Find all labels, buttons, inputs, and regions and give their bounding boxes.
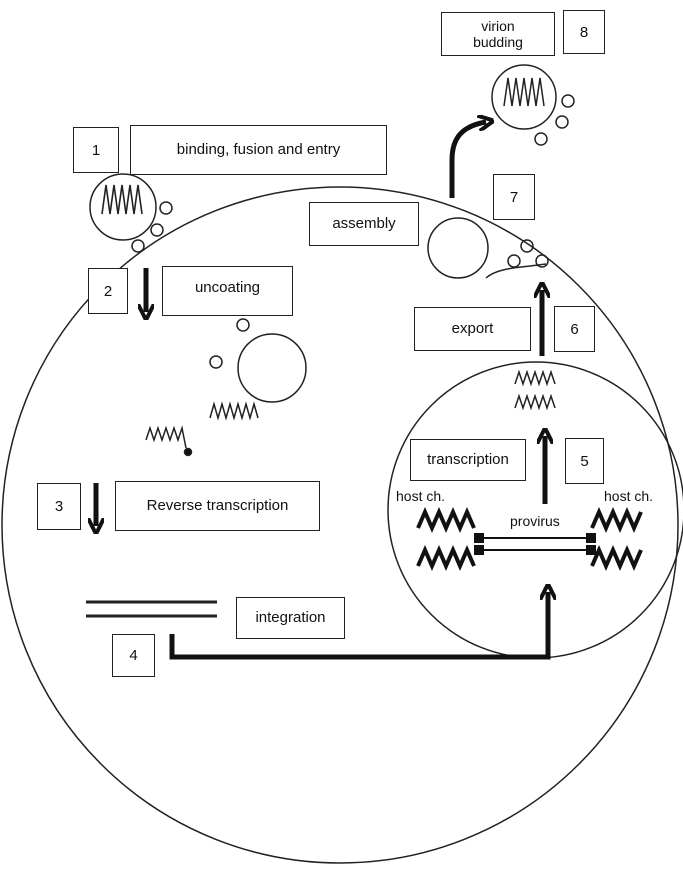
step-3-number: 3 xyxy=(37,483,81,530)
provirus-label: provirus xyxy=(510,513,560,529)
host-chromosome-right-label: host ch. xyxy=(604,488,654,504)
transcribed-rna xyxy=(514,369,556,411)
step-4-number: 4 xyxy=(112,634,155,677)
assembling-virion xyxy=(427,217,549,279)
provirus-dna xyxy=(474,533,596,555)
nucleus-membrane xyxy=(387,361,683,659)
released-virion xyxy=(491,64,575,146)
step-1-label: binding, fusion and entry xyxy=(130,125,387,175)
step-5-label: transcription xyxy=(410,439,526,481)
entering-virion xyxy=(89,173,173,253)
step-8-number: 8 xyxy=(563,10,605,54)
step-6-number: 6 xyxy=(554,306,595,352)
step-3-label: Reverse transcription xyxy=(115,481,320,531)
step-6-label: export xyxy=(414,307,531,351)
step-7-number: 7 xyxy=(493,174,535,220)
host-cell-membrane xyxy=(1,186,679,864)
host-chromosome-left xyxy=(416,507,476,571)
integration-dna xyxy=(86,600,217,618)
arrow-budding xyxy=(449,122,486,198)
viral-rna-fragment xyxy=(145,425,193,457)
step-8-label: virion budding xyxy=(441,12,555,56)
host-chromosome-left-label: host ch. xyxy=(396,488,446,504)
step-1-number: 1 xyxy=(73,127,119,173)
uncoated-capsid xyxy=(209,318,307,421)
host-chromosome-right xyxy=(590,507,643,571)
arrow-integration xyxy=(169,592,548,660)
step-2-label: uncoating xyxy=(162,266,293,316)
step-7-label: assembly xyxy=(309,202,419,246)
step-4-label: integration xyxy=(236,597,345,639)
step-5-number: 5 xyxy=(565,438,604,484)
step-2-number: 2 xyxy=(88,268,128,314)
